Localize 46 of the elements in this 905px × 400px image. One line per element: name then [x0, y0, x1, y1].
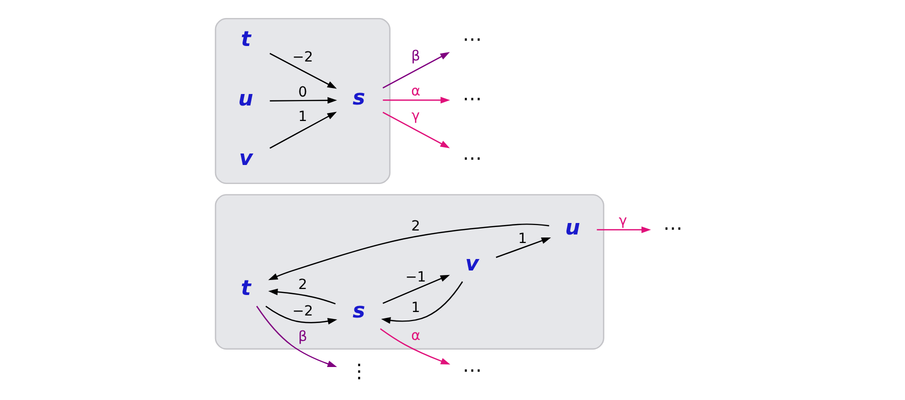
node-text: ⋮ — [350, 360, 369, 382]
edge-label: 1 — [298, 108, 308, 125]
arrow — [270, 97, 338, 104]
edge-label: 2 — [298, 277, 308, 294]
arrow — [256, 306, 338, 368]
node-text: s — [352, 84, 366, 110]
edge-label: −2 — [292, 49, 314, 66]
arrow — [270, 112, 337, 149]
arrow — [382, 52, 450, 88]
node-text: v — [239, 145, 253, 170]
node-text: u — [238, 86, 254, 111]
cluster — [214, 18, 391, 184]
edge-label: β — [411, 48, 420, 65]
arrow — [382, 274, 450, 304]
edge-label: γ — [412, 108, 420, 124]
node-text: v — [465, 250, 479, 276]
arrow — [270, 52, 337, 89]
arrow — [382, 96, 450, 104]
edge-label: 0 — [298, 84, 308, 100]
edge-label: γ — [618, 213, 628, 230]
edge-label: 2 — [411, 218, 420, 234]
arrow — [496, 237, 551, 258]
node-text: ⋯ — [462, 27, 482, 50]
arrow — [381, 281, 463, 324]
arrow — [380, 328, 450, 365]
edge-label: α — [411, 328, 420, 344]
arrow — [382, 112, 450, 148]
arrow — [596, 226, 651, 234]
node-text: ⋯ — [462, 358, 482, 382]
node-text: s — [352, 298, 366, 323]
cluster — [214, 194, 604, 350]
edge-label: 1 — [411, 300, 420, 316]
arrow — [268, 224, 550, 280]
node-text: t — [240, 26, 251, 51]
node-text: u — [565, 214, 580, 240]
arrow — [265, 306, 338, 324]
edge-label: α — [411, 84, 420, 100]
edge-label: −2 — [292, 303, 314, 320]
edge-label: β — [298, 328, 308, 345]
node-text: ⋯ — [462, 146, 482, 170]
node-text: ⋯ — [663, 216, 682, 240]
node-text: ⋯ — [462, 87, 482, 110]
edge-label: −1 — [405, 269, 426, 286]
edge-label: 1 — [518, 230, 528, 247]
node-text: t — [240, 274, 251, 300]
arrow — [268, 288, 336, 304]
